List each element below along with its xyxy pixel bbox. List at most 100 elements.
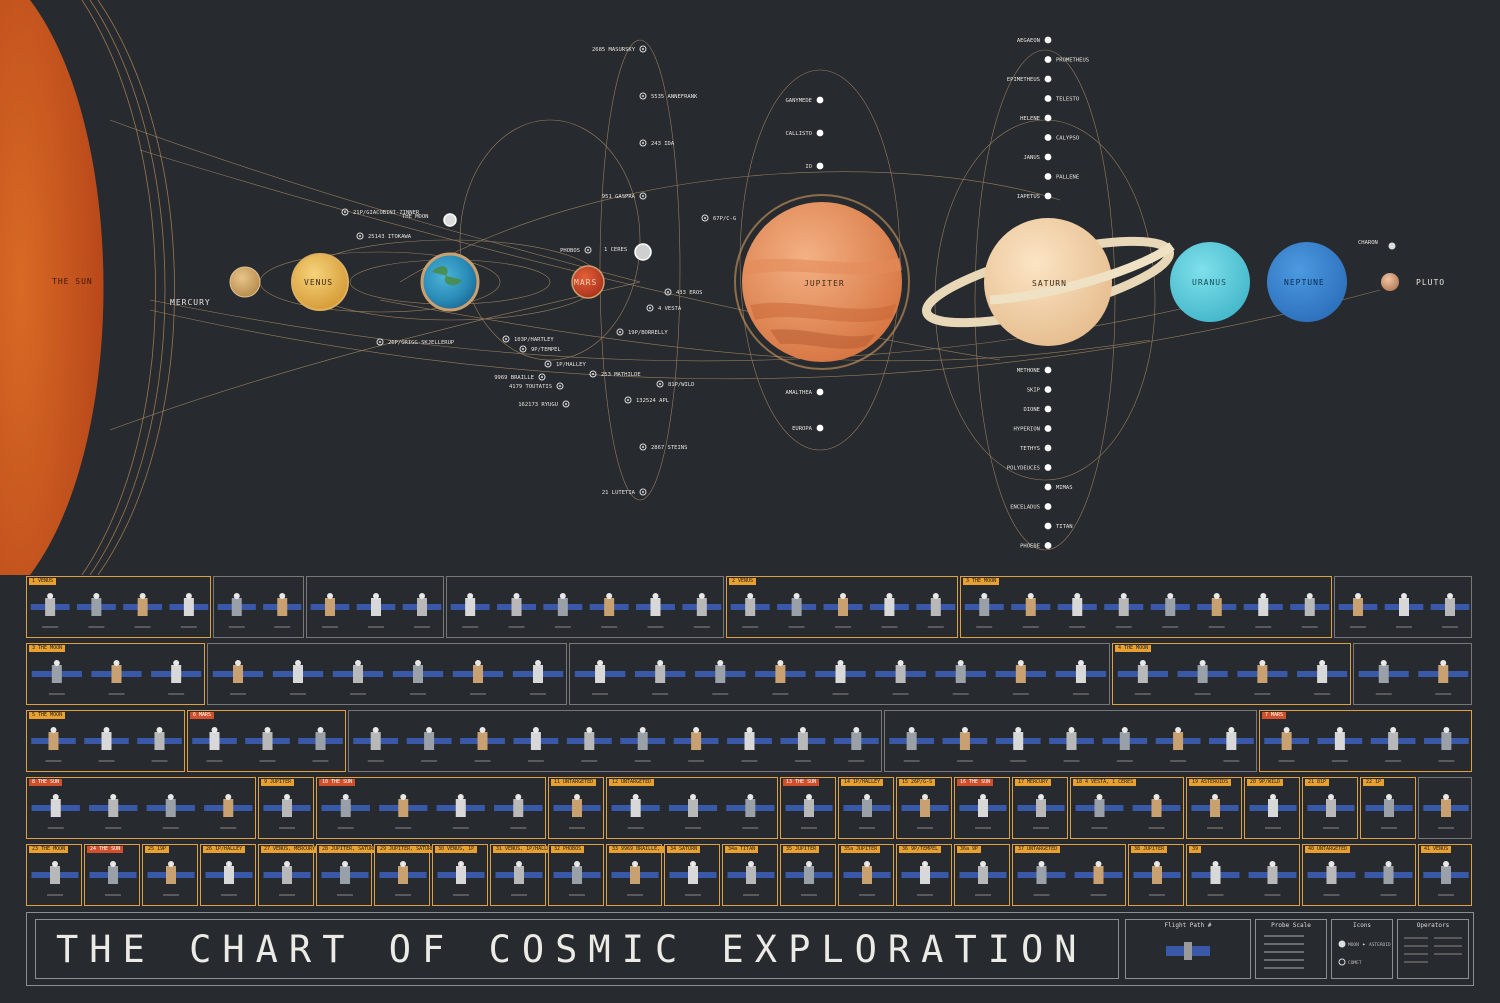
spacecraft-icon	[777, 593, 817, 628]
spacecraft-icon	[123, 593, 163, 628]
spacecraft-icon	[1055, 660, 1107, 695]
panel-target-tag: 14 1P/HALLEY	[841, 779, 884, 786]
spacecraft-icon	[727, 861, 775, 896]
neptune	[1267, 242, 1347, 322]
moon-label: PALLENE	[1056, 175, 1079, 181]
small-body-label: 21 LUTETIA	[602, 490, 636, 496]
spacecraft-icon	[1370, 727, 1416, 762]
spacecraft-icon	[1057, 593, 1097, 628]
mars-label: MARS	[574, 278, 597, 287]
spacecraft-icon	[1017, 794, 1065, 829]
moon-icon	[1044, 405, 1052, 413]
probe-panel: 18 4 VESTA, 1 CERES	[1070, 777, 1184, 839]
uranus	[1170, 242, 1250, 322]
probe-illustrations	[321, 794, 543, 829]
panel-target-tag: 34a TITAN	[725, 846, 759, 853]
trajectories	[109, 39, 1381, 551]
probe-illustrations	[1017, 794, 1065, 829]
asteroid-core	[541, 376, 543, 378]
mercury	[229, 266, 261, 298]
moon-icon	[1044, 134, 1052, 141]
spacecraft-icon	[1197, 593, 1237, 628]
spacecraft-icon	[1307, 794, 1355, 829]
spacecraft-icon	[959, 861, 1007, 896]
legend-scale-graphic	[1264, 935, 1304, 969]
probe-panel: 40 UNTARGETED	[1302, 844, 1416, 906]
venus	[291, 253, 349, 311]
moon-label: HYPERION	[1014, 427, 1041, 433]
asteroid-icon	[356, 232, 364, 240]
spacecraft-icon	[673, 727, 719, 762]
spacecraft-icon	[843, 794, 891, 829]
spacecraft-icon	[353, 727, 399, 762]
spacecraft-icon	[755, 660, 806, 695]
probe-illustrations	[437, 861, 485, 896]
spacecraft-icon	[1317, 727, 1363, 762]
spacecraft-icon	[620, 727, 666, 762]
jupiter	[742, 202, 902, 362]
small-body-label: 5535 ANNEFRANK	[651, 94, 698, 100]
legend-moon-label: MOON	[1348, 942, 1359, 948]
probe-illustrations	[901, 794, 949, 829]
spacecraft-icon	[553, 861, 601, 896]
spacecraft-icon	[574, 660, 626, 695]
spacecraft-icon	[1297, 660, 1348, 695]
probe-panel: 29 JUPITER, SATURN, TITAN	[374, 844, 432, 906]
spacecraft-icon	[406, 727, 452, 762]
spacecraft-icon	[512, 660, 564, 695]
probe-illustrations	[1423, 861, 1469, 896]
moon-icon	[1044, 425, 1052, 432]
probe-illustrations	[1423, 794, 1469, 829]
small-body-label: 67P/C-G	[713, 216, 736, 222]
spacecraft-icon	[1423, 861, 1469, 896]
probe-panel: 32 PHOBOS	[548, 844, 604, 906]
small-body-label: 19P/BORRELLY	[628, 330, 668, 336]
spacecraft-icon	[1237, 660, 1288, 695]
probe-illustrations	[553, 861, 601, 896]
moon-label: TITAN	[1056, 524, 1073, 530]
legend-flight-path-title: Flight Path #	[1164, 922, 1212, 929]
spacecraft-icon	[1191, 861, 1240, 896]
spacecraft-icon	[272, 660, 324, 695]
spacecraft-icon	[964, 593, 1004, 628]
title-frame: THE CHART OF COSMIC EXPLORATION	[35, 919, 1119, 979]
panel-target-tag: 41 VENUS	[1421, 846, 1452, 853]
probe-panel	[306, 576, 444, 638]
asteroid-icon	[584, 246, 592, 254]
spacecraft-icon	[1338, 593, 1378, 628]
asteroid-core	[642, 491, 644, 493]
legend-operators-graphic	[1404, 937, 1462, 963]
moon-icon	[1044, 36, 1052, 44]
probe-panel: 41 VENUS	[1418, 844, 1472, 906]
probe-illustrations	[212, 660, 564, 695]
asteroid-icon	[616, 328, 624, 336]
spacecraft-icon	[1049, 727, 1094, 762]
probe-illustrations	[353, 727, 879, 762]
spacecraft-icon	[379, 861, 427, 896]
probe-illustrations	[263, 794, 311, 829]
spacecraft-icon	[668, 794, 718, 829]
spacecraft-icon	[147, 861, 195, 896]
panel-target-tag: 20 9P/WILD	[1247, 779, 1284, 786]
panel-target-tag: 17 MERCURY	[1015, 779, 1052, 786]
moon-icon	[1044, 153, 1052, 161]
probe-illustrations	[1017, 861, 1123, 896]
moon-label: JANUS	[1023, 155, 1040, 161]
moon-label: HELENE	[1020, 116, 1040, 122]
moon-icon	[1044, 75, 1052, 83]
spacecraft-icon	[31, 660, 82, 695]
spacecraft-icon	[151, 660, 202, 695]
probe-panel: 3 THE MOON	[26, 643, 205, 705]
spacecraft-icon	[1150, 593, 1190, 628]
asteroid-core	[565, 403, 567, 405]
pluto	[1381, 273, 1399, 291]
panel-target-tag: 36a 9P	[957, 846, 982, 853]
spacecraft-icon	[321, 861, 369, 896]
spacecraft-icon	[959, 794, 1007, 829]
panel-target-tag: 33 9969 BRAILLE, 19P	[609, 846, 664, 853]
panel-target-tag: 37 UNTARGETED	[1015, 846, 1061, 853]
spacecraft-icon	[402, 593, 442, 628]
probe-illustrations	[147, 861, 195, 896]
